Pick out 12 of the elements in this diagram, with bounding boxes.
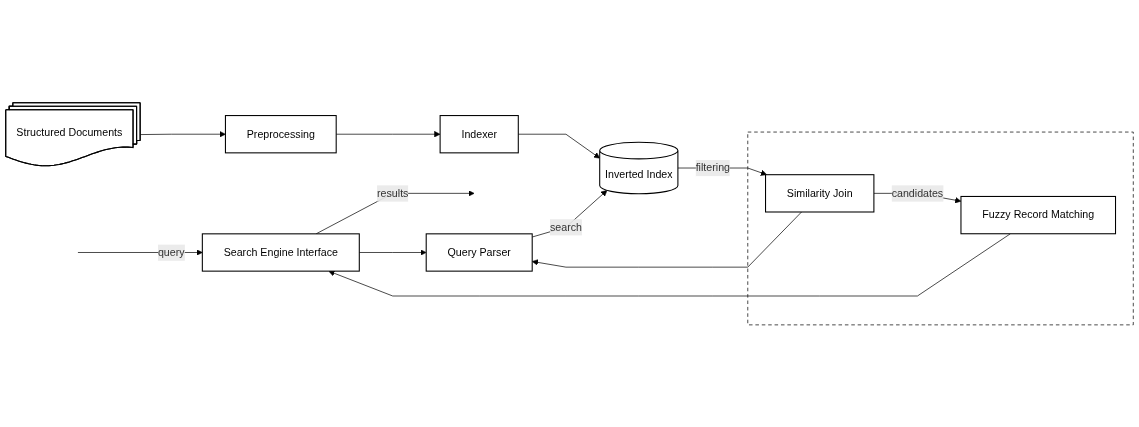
node-box: Query Parser [425, 233, 533, 272]
node-box: Preprocessing [224, 114, 337, 154]
edge-label: search [549, 220, 582, 233]
node-box: Search Engine Interface [201, 233, 360, 272]
cluster [747, 131, 1134, 325]
node-box: Similarity Join [765, 173, 875, 213]
node-box: Fuzzy Record Matching [960, 195, 1117, 234]
edge-label: query [157, 245, 185, 258]
node-box: Indexer [439, 114, 519, 154]
edge-label: candidates [891, 186, 944, 199]
edge-label: filtering [695, 161, 731, 174]
edge-label: results [377, 186, 409, 199]
